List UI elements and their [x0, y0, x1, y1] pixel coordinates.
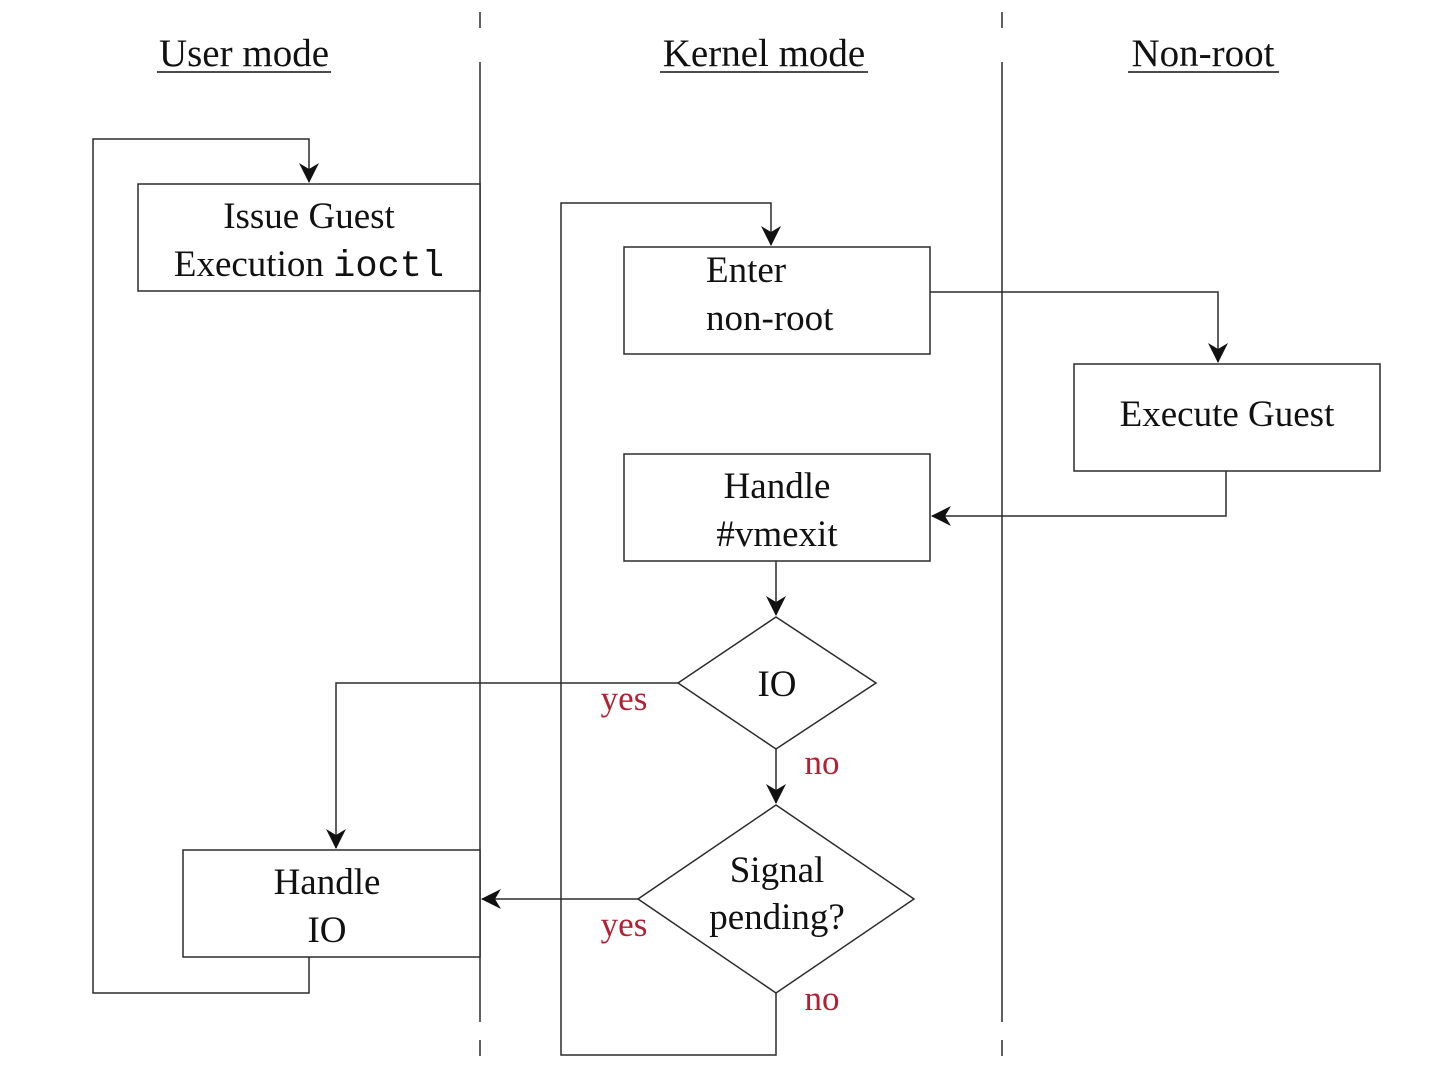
loop-handle-io-to-issue-arrow	[92, 138, 319, 994]
handle-vmexit-box	[623, 453, 931, 562]
enter-nonroot-label-line2: non-root	[706, 298, 834, 339]
kernel-loop-arrow	[560, 202, 781, 1056]
signal-no-label: no	[805, 979, 840, 1018]
node-labels: Issue Guest Execution ioctl Enter non-ro…	[174, 196, 1335, 951]
issue-guest-label-line2-text: Execution	[174, 244, 333, 285]
lane-title-nonroot: Non-root	[1132, 32, 1275, 75]
handle-io-label-line1: Handle	[274, 862, 381, 903]
signal-yes-label: yes	[601, 905, 648, 944]
execute-to-vmexit-arrow	[931, 471, 1227, 526]
enter-to-execute-arrow	[930, 291, 1228, 363]
handle-io-box	[182, 849, 481, 958]
process-boxes	[137, 183, 1381, 958]
ioctl-code: ioctl	[333, 246, 444, 288]
branch-labels: yes no yes no	[601, 679, 840, 1018]
execute-guest-box	[1073, 363, 1381, 472]
enter-nonroot-label-line1: Enter	[706, 250, 786, 291]
execute-guest-label: Execute Guest	[1120, 394, 1335, 435]
issue-guest-label-line1: Issue Guest	[223, 196, 395, 237]
lane-titles: User mode Kernel mode Non-root	[157, 32, 1279, 75]
lane-title-kernel: Kernel mode	[663, 32, 866, 75]
signal-decision-label-line1: Signal	[730, 850, 825, 891]
lane-title-user: User mode	[159, 32, 329, 75]
io-yes-label: yes	[601, 679, 648, 718]
io-yes-arrow	[326, 682, 678, 849]
handle-vmexit-label-line1: Handle	[724, 466, 831, 507]
issue-guest-label-line2: Execution ioctl	[174, 244, 444, 288]
issue-guest-box	[137, 183, 481, 292]
handle-io-label-line2: IO	[307, 910, 346, 951]
io-no-label: no	[805, 743, 840, 782]
io-decision-label: IO	[757, 664, 796, 705]
enter-nonroot-box	[623, 246, 931, 355]
connectors	[92, 138, 1228, 1056]
signal-decision-label-line2: pending?	[709, 897, 845, 938]
handle-vmexit-label-line2: #vmexit	[716, 514, 838, 555]
decision-diamonds	[636, 616, 916, 994]
